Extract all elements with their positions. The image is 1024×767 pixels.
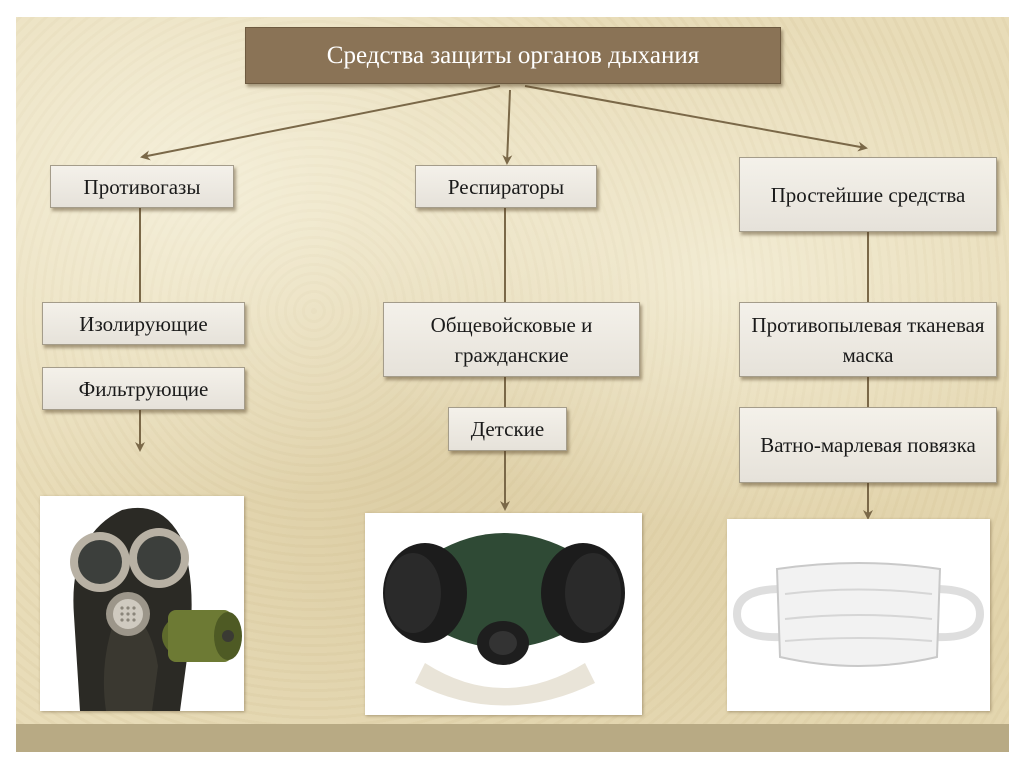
footer-band (16, 724, 1009, 752)
arrow-to-simple-means (524, 85, 868, 152)
gas-mask-image (40, 496, 244, 711)
arrow-to-gas-masks (140, 85, 501, 161)
item-filtering: Фильтрующие (42, 367, 245, 410)
cloth-mask-image (727, 519, 990, 711)
respirator-image (365, 513, 642, 715)
item-children: Детские (448, 407, 567, 451)
item-isolating: Изолирующие (42, 302, 245, 345)
item-gauze-bandage: Ватно-марлевая повязка (739, 407, 997, 483)
diagram-title: Средства защиты органов дыхания (245, 27, 781, 84)
category-simple-means: Простейшие средства (739, 157, 997, 232)
category-respirators: Респираторы (415, 165, 597, 208)
category-gas-masks: Противогазы (50, 165, 234, 208)
item-military-civil: Общевойсковые и гражданские (383, 302, 640, 377)
arrow-to-respirators (502, 89, 513, 165)
item-dust-mask: Противопылевая тканевая маска (739, 302, 997, 377)
